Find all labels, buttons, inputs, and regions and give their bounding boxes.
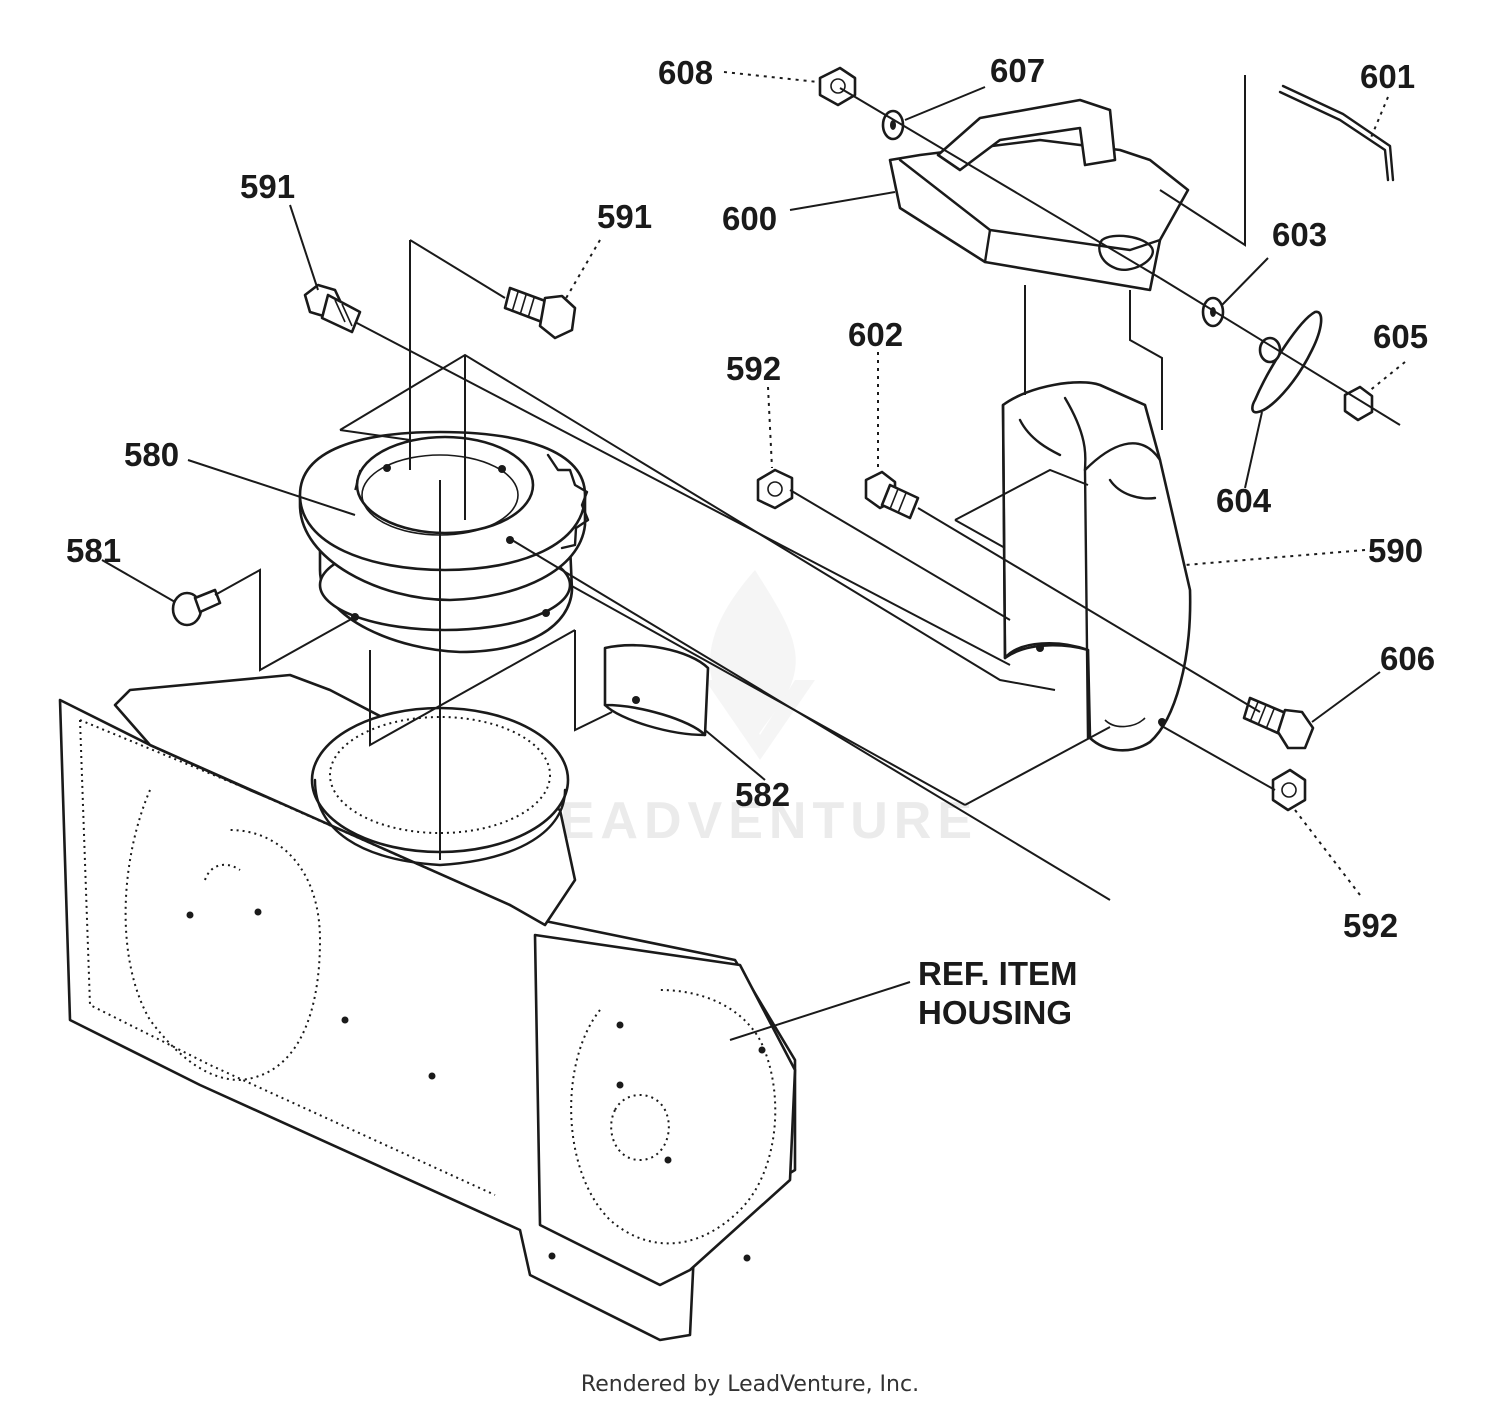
bolt-591-left: [303, 283, 362, 334]
part-label-582[interactable]: 582: [735, 776, 790, 813]
reference-label-line1: REF. ITEM: [918, 955, 1078, 992]
chute-ring-580: [298, 430, 590, 654]
part-label-592-lower[interactable]: 592: [1343, 907, 1398, 944]
watermark-text: LEADVENTURE: [522, 792, 978, 850]
part-label-591-left[interactable]: 591: [240, 168, 295, 205]
chute-590: [1001, 381, 1192, 752]
nut-608: [818, 66, 857, 107]
pin-601: [1278, 84, 1395, 182]
assembly-lines: [214, 75, 1401, 901]
nut-592-upper: [756, 468, 794, 510]
bolt-591-right: [503, 286, 577, 340]
clip-582: [603, 643, 710, 737]
part-label-591-right[interactable]: 591: [597, 198, 652, 235]
part-label-608[interactable]: 608: [658, 54, 713, 91]
washer-603: [1201, 296, 1225, 328]
part-label-603[interactable]: 603: [1272, 216, 1327, 253]
part-label-580[interactable]: 580: [124, 436, 179, 473]
knob-604: [1251, 310, 1323, 414]
part-label-581[interactable]: 581: [66, 532, 121, 569]
part-label-605[interactable]: 605: [1373, 318, 1428, 355]
part-label-607[interactable]: 607: [990, 52, 1045, 89]
part-label-602[interactable]: 602: [848, 316, 903, 353]
watermark: LEADVENTURE: [522, 570, 978, 850]
reference-label-line2: HOUSING: [918, 994, 1072, 1031]
part-label-601[interactable]: 601: [1360, 58, 1415, 95]
part-labels: 608 607 601 591 591 600 603 602 605 592 …: [66, 52, 1435, 1031]
nut-592-lower: [1271, 768, 1307, 812]
part-label-606[interactable]: 606: [1380, 640, 1435, 677]
washer-607: [881, 109, 905, 141]
bolt-606: [1242, 696, 1315, 750]
part-label-600[interactable]: 600: [722, 200, 777, 237]
part-label-590[interactable]: 590: [1368, 532, 1423, 569]
deflector-600: [888, 98, 1190, 292]
housing-illustration: [58, 673, 797, 1342]
screw-581: [171, 588, 222, 627]
bolt-602: [864, 470, 920, 520]
footer-credit: Rendered by LeadVenture, Inc.: [581, 1372, 919, 1397]
nut-605: [1343, 385, 1374, 422]
part-label-592-upper[interactable]: 592: [726, 350, 781, 387]
leader-lines: [101, 71, 1406, 1041]
part-label-604[interactable]: 604: [1216, 482, 1272, 519]
